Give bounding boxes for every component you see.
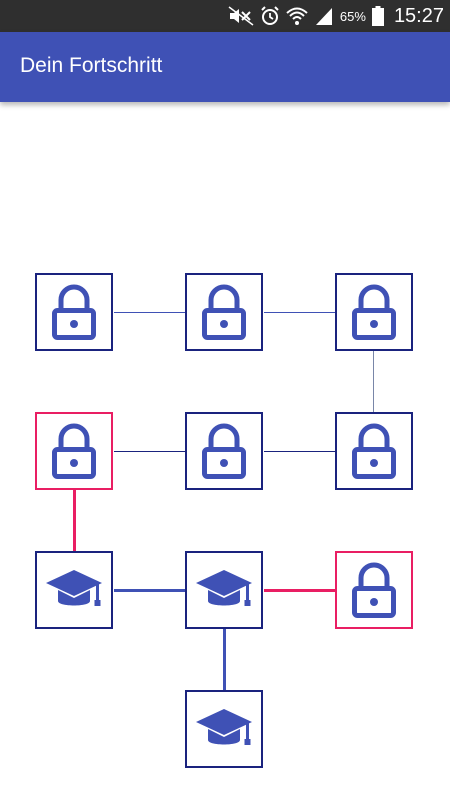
lock-icon (349, 421, 399, 481)
lesson-node-locked[interactable] (35, 273, 113, 351)
lock-icon (199, 421, 249, 481)
progress-tree (0, 102, 450, 800)
lock-icon (349, 560, 399, 620)
graduation-cap-icon (194, 566, 254, 614)
connector-r3c1-r3c2 (114, 589, 186, 592)
graduation-cap-icon (194, 705, 254, 753)
graduation-cap-icon (44, 566, 104, 614)
page-title: Dein Fortschritt (20, 54, 163, 77)
lesson-node-locked-highlighted[interactable] (35, 412, 113, 490)
lesson-node-completed[interactable] (185, 690, 263, 768)
app-bar: Dein Fortschritt (0, 32, 450, 102)
connector-r1c1-r1c2 (114, 312, 186, 313)
connector-r1c2-r1c3 (264, 312, 336, 313)
lesson-node-locked[interactable] (335, 273, 413, 351)
lock-icon (349, 282, 399, 342)
mute-icon (228, 6, 254, 26)
connector-r2c2-r2c3 (264, 451, 336, 452)
lesson-node-completed[interactable] (185, 551, 263, 629)
battery-percentage: 65% (339, 8, 366, 24)
alarm-icon (260, 6, 280, 26)
lesson-node-locked-highlighted[interactable] (335, 551, 413, 629)
connector-r2c1-r2c2 (114, 451, 186, 452)
status-bar: 65% 15:27 (0, 0, 450, 32)
connector-r1c3-r2c3 (373, 351, 374, 413)
wifi-icon (286, 6, 308, 26)
connector-r3c2-r3c3 (264, 589, 336, 592)
clock: 15:27 (393, 4, 444, 27)
connector-r2c1-r3c1 (73, 490, 76, 552)
battery-icon (371, 6, 384, 26)
lock-icon (199, 282, 249, 342)
lesson-node-locked[interactable] (335, 412, 413, 490)
lock-icon (49, 421, 99, 481)
lesson-node-locked[interactable] (185, 273, 263, 351)
lesson-node-locked[interactable] (185, 412, 263, 490)
status-icons: 65% 15:27 (228, 0, 444, 32)
connector-r3c2-r4c2 (223, 628, 226, 690)
signal-icon (314, 6, 334, 26)
lock-icon (49, 282, 99, 342)
lesson-node-completed[interactable] (35, 551, 113, 629)
